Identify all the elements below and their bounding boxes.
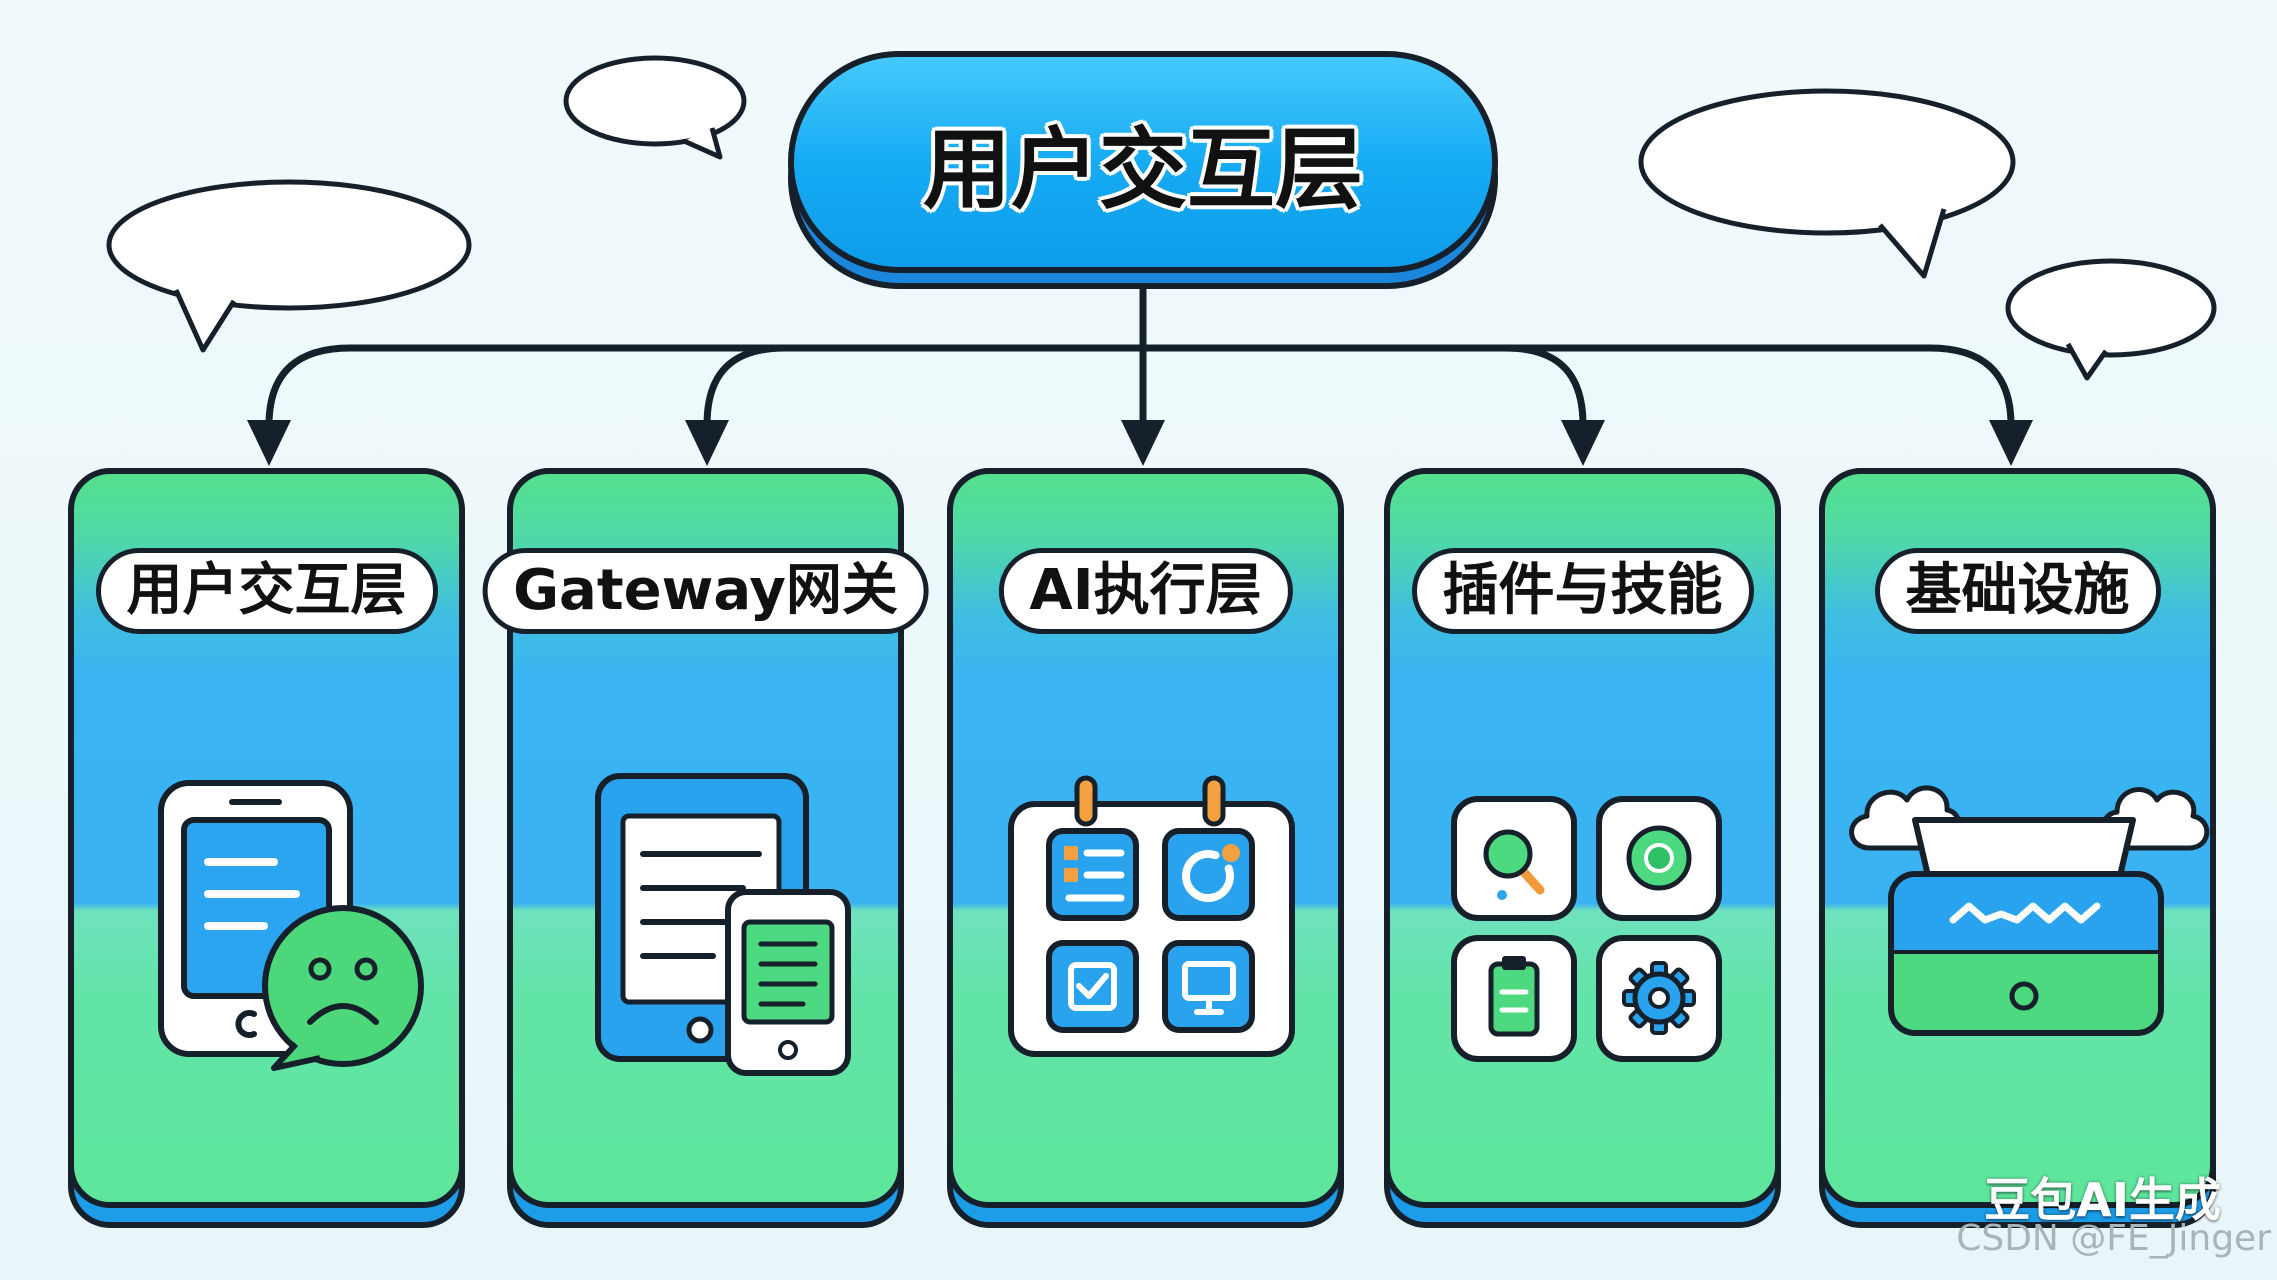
arrowheads xyxy=(247,420,2033,466)
checkbox-tile-icon xyxy=(1046,940,1139,1033)
speech-bubble xyxy=(2005,258,2217,381)
watermark-brand: 豆包AI生成 xyxy=(1984,1173,2221,1227)
layer-label: 用户交互层 xyxy=(95,548,438,634)
search-tile-icon xyxy=(1451,796,1577,921)
card-panel: AI执行层 xyxy=(947,468,1344,1208)
layer-card-gateway: Gateway网关 xyxy=(482,468,929,1228)
arrow-to-layer-2 xyxy=(703,344,789,429)
arrow-to-layer-5 xyxy=(1926,344,2015,429)
layer-card-infrastructure: 基础设施 xyxy=(1819,468,2216,1228)
plugin-tiles-icon xyxy=(1451,796,1722,1062)
layer-card-plugins-skills: 插件与技能 xyxy=(1384,468,1781,1228)
card-panel: 插件与技能 xyxy=(1384,468,1781,1208)
clipboard-tile-icon xyxy=(1451,935,1577,1062)
refresh-tile-icon xyxy=(1162,828,1255,921)
calendar-grid-icon xyxy=(1008,775,1295,1057)
layer-label: 插件与技能 xyxy=(1411,548,1754,634)
layer-card-user-interaction: 用户交互层 xyxy=(68,468,465,1228)
phone-chat-icon xyxy=(158,780,424,1071)
watermark-credit: CSDN @FE_Jinger xyxy=(1956,1218,2271,1259)
layer-label: Gateway网关 xyxy=(482,548,929,634)
server-box-icon xyxy=(1888,871,2164,1036)
list-tile-icon xyxy=(1046,828,1139,921)
hub-title: 用户交互层 xyxy=(922,117,1363,221)
arrow-to-layer-4 xyxy=(1501,344,1587,429)
hub-pill: 用户交互层 xyxy=(788,51,1498,273)
card-panel: Gateway网关 xyxy=(482,468,929,1208)
layer-label: 基础设施 xyxy=(1874,548,2161,634)
monitor-tile-icon xyxy=(1162,940,1255,1033)
target-tile-icon xyxy=(1596,796,1722,921)
cloud-server-icon xyxy=(1849,785,2210,1036)
gear-tile-icon xyxy=(1596,935,1722,1062)
phone-icon xyxy=(725,889,851,1076)
speech-bubble xyxy=(106,179,472,353)
sad-chat-bubble-icon xyxy=(262,905,424,1071)
speech-bubble xyxy=(563,55,747,160)
layer-card-ai-execution: AI执行层 xyxy=(947,468,1344,1228)
connector-lines xyxy=(265,285,2015,429)
card-panel: 基础设施 xyxy=(1819,468,2216,1208)
card-panel: 用户交互层 xyxy=(68,468,465,1208)
layer-label: AI执行层 xyxy=(998,548,1293,634)
speech-bubble xyxy=(1638,88,2016,279)
tablet-phone-icon xyxy=(595,773,851,1076)
arrow-to-layer-1 xyxy=(265,344,354,429)
